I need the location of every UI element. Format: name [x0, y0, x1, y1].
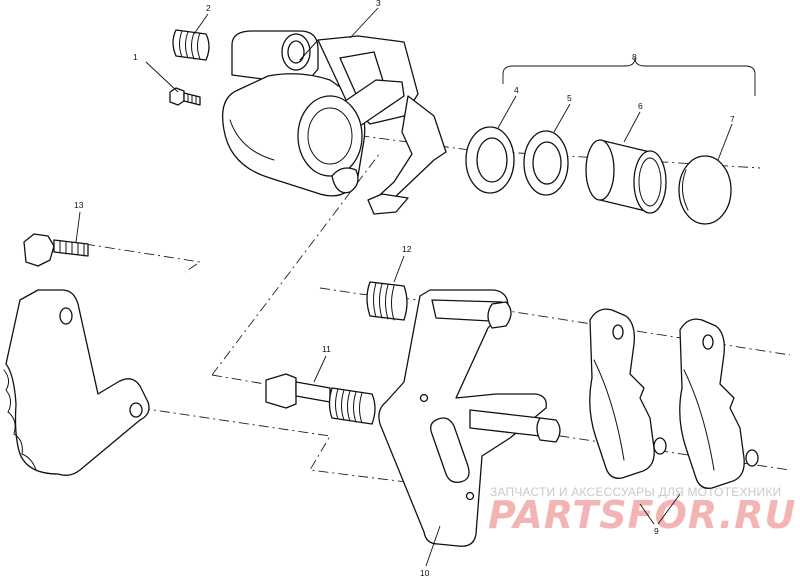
leader-12 — [393, 255, 405, 283]
callout-8: 8 — [632, 52, 637, 62]
callout-9: 9 — [654, 526, 659, 536]
axis-piston-line — [299, 127, 761, 169]
leader-10 — [425, 525, 441, 567]
kit-8-bracket — [502, 57, 756, 96]
leader-4 — [497, 95, 517, 129]
leader-7 — [717, 123, 733, 161]
dust-seal-ring — [523, 130, 569, 196]
axis-pin-11-left — [211, 374, 266, 385]
callout-labels: 1 2 3 4 5 6 7 8 9 10 11 12 13 — [74, 0, 735, 578]
axis-upper-pin-line — [319, 287, 791, 356]
slide-pin-boot-upper — [366, 281, 408, 321]
slide-pin-lower — [265, 373, 331, 409]
callout-7: 7 — [730, 114, 735, 124]
fork-leg-mount — [3, 289, 150, 476]
leader-3 — [349, 7, 379, 39]
piston-seal-ring — [465, 126, 515, 194]
axis-caliper-to-bracket — [211, 152, 381, 376]
watermark: ЗАПЧАСТИ И АКСЕССУАРЫ ДЛЯ МОТОТЕХНИКИ PA… — [488, 485, 796, 537]
axis-bolt-13-line — [84, 243, 202, 273]
callout-4: 4 — [514, 85, 519, 95]
brake-pad-inner — [589, 308, 667, 479]
slide-pin-boot-lower — [328, 387, 376, 425]
callout-6: 6 — [638, 101, 643, 111]
piston-cap — [678, 155, 732, 225]
leader-5 — [553, 103, 571, 133]
callout-1: 1 — [133, 52, 138, 62]
watermark-brand: PARTSFOR.RU — [488, 493, 796, 537]
caliper-bracket — [378, 289, 561, 547]
leader-1 — [145, 61, 179, 93]
leader-11 — [313, 355, 327, 383]
bleeder-screw — [169, 87, 201, 106]
callout-11: 11 — [322, 344, 331, 354]
caliper-boot-spring — [172, 29, 210, 61]
callout-5: 5 — [567, 93, 572, 103]
callout-12: 12 — [402, 244, 412, 254]
leader-13 — [75, 211, 81, 243]
leader-2 — [193, 13, 209, 35]
callout-13: 13 — [74, 200, 84, 210]
brake-pad-outer — [679, 318, 759, 489]
callout-3: 3 — [376, 0, 381, 8]
callout-10: 10 — [420, 568, 430, 578]
leader-9 — [639, 493, 681, 525]
leader-6 — [623, 111, 641, 143]
piston — [585, 139, 667, 214]
leader-lines — [75, 7, 733, 567]
mounting-bolt — [23, 233, 89, 267]
callout-2: 2 — [206, 3, 211, 13]
caliper-body — [221, 30, 447, 215]
